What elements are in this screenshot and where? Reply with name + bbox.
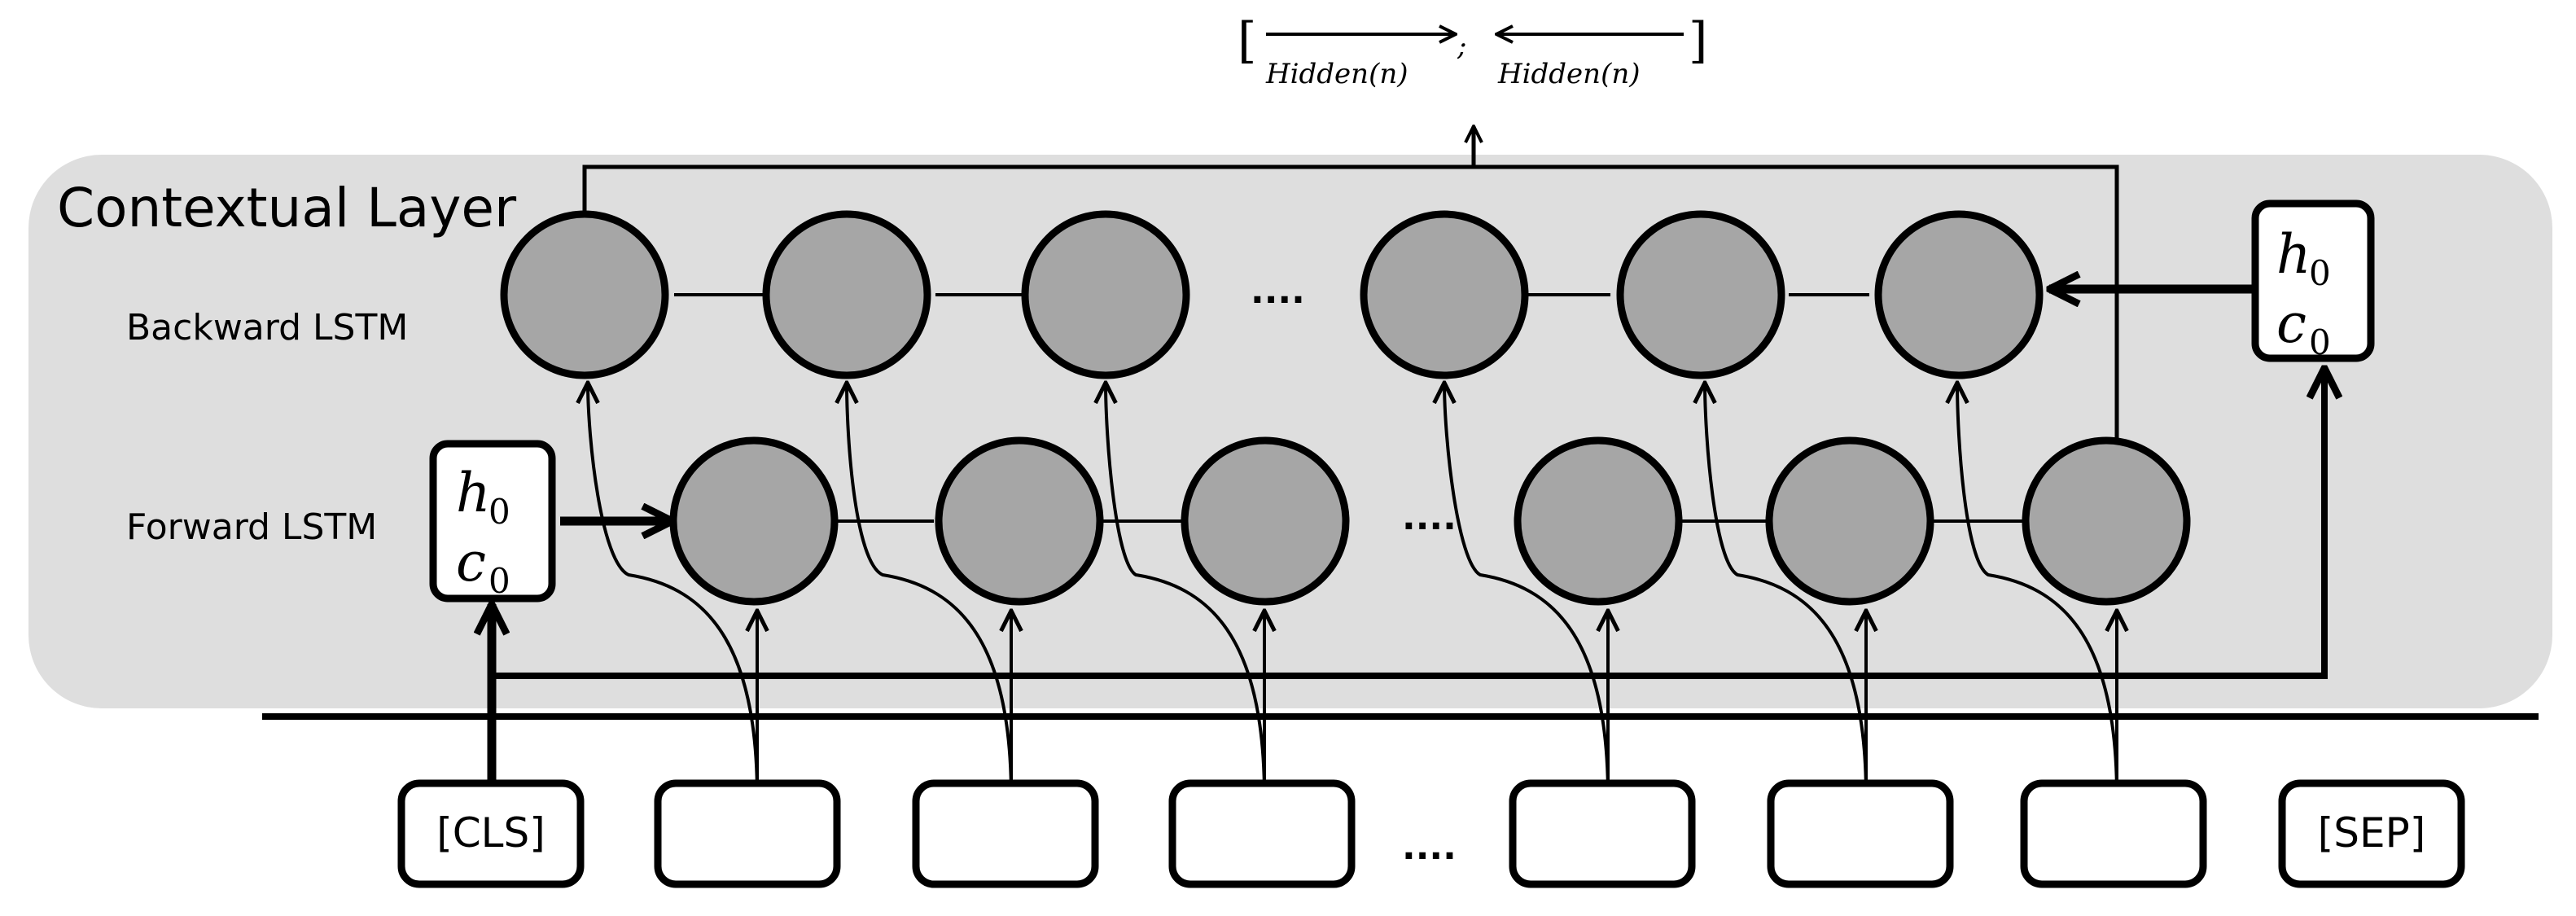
token-box-4 bbox=[1509, 779, 1696, 888]
token-to-backward-5 bbox=[1705, 383, 1868, 797]
layer-title: Contextual Layer bbox=[57, 177, 517, 239]
forward-cell-5 bbox=[1765, 436, 1934, 606]
formula-separator: ; bbox=[1457, 30, 1466, 63]
token-box-2 bbox=[912, 779, 1099, 888]
backward-cell-2 bbox=[762, 210, 931, 379]
token-ellipsis: .... bbox=[1402, 826, 1457, 868]
token-box-sep bbox=[2278, 779, 2465, 888]
forward-h-symbol: h bbox=[456, 462, 491, 524]
token-label-sep: [SEP] bbox=[2318, 809, 2426, 857]
token-to-backward-1 bbox=[588, 383, 759, 797]
forward-cell-2 bbox=[935, 436, 1104, 606]
token-to-backward-2 bbox=[847, 383, 1013, 797]
backward-cell-1 bbox=[500, 210, 669, 379]
backward-c-symbol: c bbox=[2276, 292, 2307, 355]
forward-ellipsis: .... bbox=[1402, 497, 1457, 538]
backward-cell-6 bbox=[1874, 210, 2044, 379]
forward-hidden-term: Hidden(n) bbox=[1265, 58, 1408, 90]
backward-initial-state: h 0 c 0 bbox=[2251, 199, 2375, 362]
open-bracket: [ bbox=[1238, 12, 1256, 69]
backward-c-subscript: 0 bbox=[2309, 322, 2331, 362]
forward-cell-3 bbox=[1181, 436, 1350, 606]
token-to-backward-3 bbox=[1106, 383, 1266, 797]
forward-lstm-label: Forward LSTM bbox=[126, 506, 377, 548]
backward-h-subscript: 0 bbox=[2309, 253, 2331, 293]
concat-line bbox=[582, 164, 2119, 438]
forward-h-subscript: 0 bbox=[488, 492, 510, 532]
output-formula: [ Hidden(n) ; Hidden(n) ] bbox=[1238, 12, 1707, 90]
forward-c-symbol: c bbox=[456, 531, 486, 594]
forward-cell-6 bbox=[2022, 436, 2191, 606]
backward-lstm-label: Backward LSTM bbox=[126, 307, 408, 348]
token-row: [CLS] [SEP] bbox=[397, 779, 2465, 888]
backward-cell-5 bbox=[1616, 210, 1785, 379]
token-box-1 bbox=[654, 779, 841, 888]
forward-cell-1 bbox=[669, 436, 839, 606]
token-label-cls: [CLS] bbox=[436, 809, 545, 857]
close-bracket: ] bbox=[1689, 12, 1707, 69]
token-to-backward-6 bbox=[1957, 383, 2118, 797]
cls-feed-line bbox=[492, 368, 2324, 679]
backward-h-symbol: h bbox=[2276, 223, 2311, 286]
token-to-backward-4 bbox=[1444, 383, 1610, 797]
token-box-cls bbox=[397, 779, 585, 888]
backward-ellipsis: .... bbox=[1251, 270, 1305, 312]
token-box-6 bbox=[2020, 779, 2207, 888]
backward-cell-3 bbox=[1021, 210, 1190, 379]
forward-cell-4 bbox=[1514, 436, 1683, 606]
backward-cell-4 bbox=[1360, 210, 1529, 379]
forward-initial-state: h 0 c 0 bbox=[429, 440, 556, 603]
token-box-3 bbox=[1168, 779, 1356, 888]
forward-c-subscript: 0 bbox=[488, 561, 510, 601]
backward-hidden-term: Hidden(n) bbox=[1497, 58, 1641, 90]
token-box-5 bbox=[1767, 779, 1954, 888]
